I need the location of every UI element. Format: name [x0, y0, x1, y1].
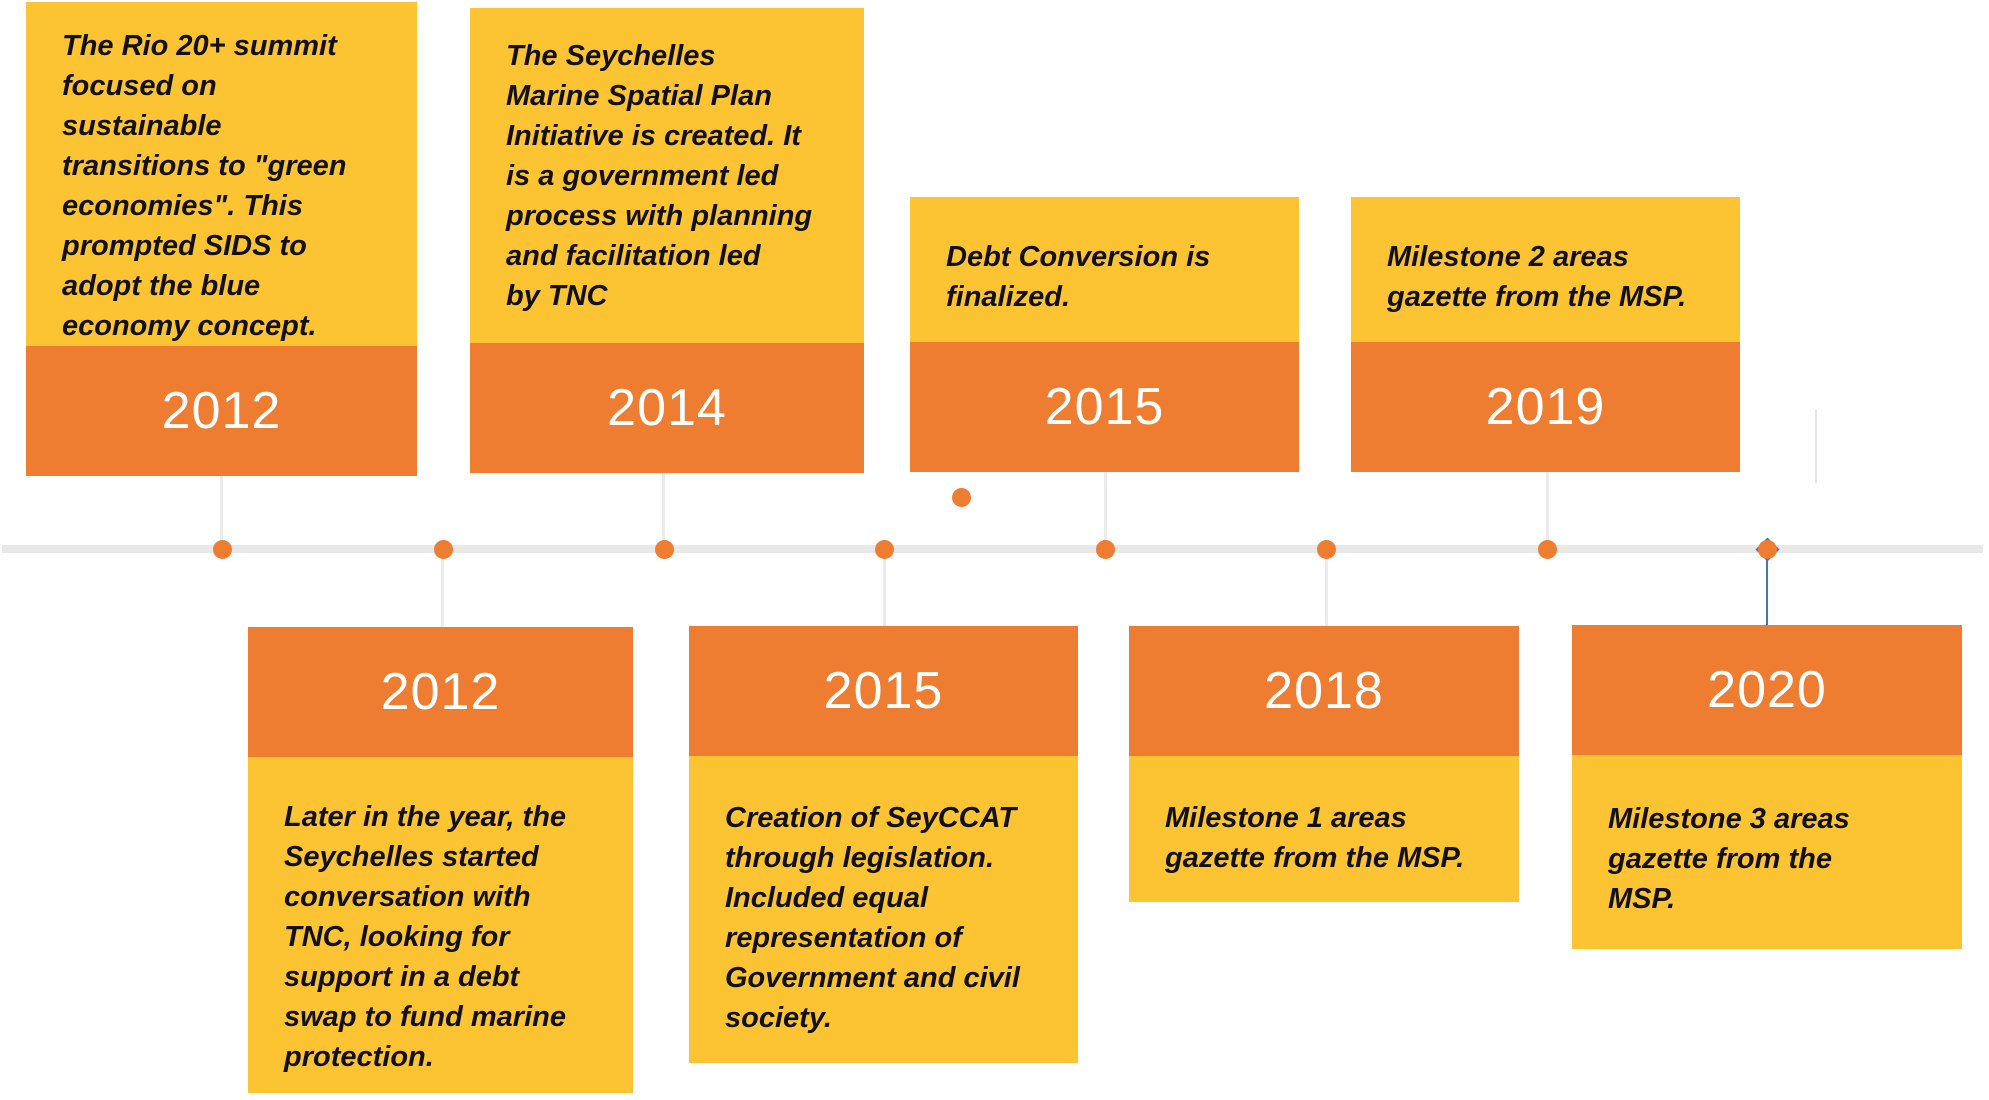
timeline-card-bottom-2018: 2018 Milestone 1 areas gazette from the …: [1129, 626, 1519, 902]
card-year-band: 2014: [470, 343, 864, 473]
card-year-label: 2015: [1044, 378, 1165, 436]
timeline-dot: [1096, 540, 1115, 559]
timeline-endpoint-dot[interactable]: [1758, 540, 1777, 559]
timeline-dot: [1538, 540, 1557, 559]
card-year-band: 2015: [910, 342, 1299, 472]
connector-top-2014: [662, 473, 665, 545]
timeline-card-bottom-2012: 2012 Later in the year, the Seychelles s…: [248, 627, 633, 1093]
timeline-dot: [434, 540, 453, 559]
connector-bottom-2015: [883, 553, 886, 627]
card-body-text: Creation of SeyCCAT through legislation.…: [689, 756, 1078, 1063]
card-body-text: Milestone 1 areas gazette from the MSP.: [1129, 756, 1519, 902]
timeline-card-bottom-2020: 2020 Milestone 3 areas gazette from the …: [1572, 625, 1962, 949]
connector-bottom-2018: [1325, 553, 1328, 627]
card-year-label: 2012: [161, 382, 282, 440]
blue-connector-2020: [1766, 557, 1768, 626]
card-body-text: Debt Conversion is finalized.: [910, 197, 1299, 342]
card-year-band: 2020: [1572, 625, 1962, 755]
card-year-band: 2012: [26, 346, 417, 476]
card-year-band: 2019: [1351, 342, 1740, 472]
card-body-text: The Seychelles Marine Spatial Plan Initi…: [470, 8, 864, 343]
stray-connector-line: [1815, 409, 1817, 483]
timeline-card-bottom-2015: 2015 Creation of SeyCCAT through legisla…: [689, 626, 1078, 1063]
connector-top-2019: [1546, 472, 1549, 545]
timeline-card-top-2012: The Rio 20+ summit focused on sustainabl…: [26, 2, 417, 476]
card-body-text: The Rio 20+ summit focused on sustainabl…: [26, 2, 417, 346]
timeline-dot: [655, 540, 674, 559]
card-year-label: 2019: [1485, 378, 1606, 436]
timeline-card-top-2019: Milestone 2 areas gazette from the MSP. …: [1351, 197, 1740, 472]
card-year-band: 2015: [689, 626, 1078, 756]
floating-dot: [952, 488, 971, 507]
card-body-text: Later in the year, the Seychelles starte…: [248, 757, 633, 1093]
card-body-text: Milestone 2 areas gazette from the MSP.: [1351, 197, 1740, 342]
card-year-band: 2018: [1129, 626, 1519, 756]
card-body-text: Milestone 3 areas gazette from the MSP.: [1572, 755, 1962, 949]
timeline-card-top-2014: The Seychelles Marine Spatial Plan Initi…: [470, 8, 864, 473]
card-year-label: 2012: [380, 663, 501, 721]
timeline-dot: [875, 540, 894, 559]
connector-top-2012: [220, 473, 223, 545]
card-year-band: 2012: [248, 627, 633, 757]
connector-top-2015: [1104, 472, 1107, 545]
timeline-card-top-2015: Debt Conversion is finalized. 2015: [910, 197, 1299, 472]
card-year-label: 2015: [823, 662, 944, 720]
timeline-dot: [213, 540, 232, 559]
timeline-line: [2, 545, 1983, 553]
card-year-label: 2018: [1264, 662, 1384, 720]
card-year-label: 2014: [607, 379, 727, 437]
timeline-dot: [1317, 540, 1336, 559]
connector-bottom-2012: [441, 553, 444, 627]
card-year-label: 2020: [1707, 661, 1827, 719]
